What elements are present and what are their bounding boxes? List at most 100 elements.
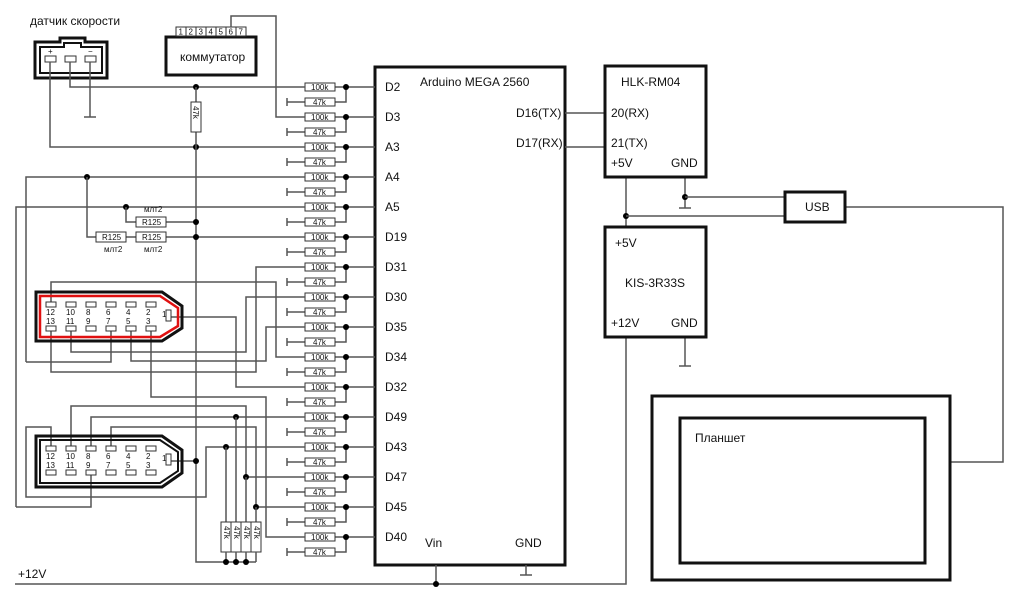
junction-dot — [233, 559, 239, 565]
supply-label: +12V — [18, 567, 46, 581]
junction-dot — [343, 534, 349, 540]
connector-pin — [105, 445, 117, 452]
wire — [230, 15, 305, 118]
resistor-label: 47k — [191, 106, 200, 120]
connector-pin-label: 8 — [86, 308, 91, 317]
resistor-100k-label: 100k — [311, 173, 329, 182]
resistor-47k — [304, 397, 336, 407]
resistor-r125-label: R125 — [142, 233, 162, 242]
junction-dot — [343, 114, 349, 120]
resistor-47k-label: 47k — [313, 128, 327, 137]
connector-pin — [85, 325, 97, 332]
resistor-r125 — [135, 231, 167, 243]
pin-d19: D19 — [385, 230, 407, 244]
switch-pin-label: 2 — [189, 28, 194, 37]
pin-d43: D43 — [385, 440, 407, 454]
divider-wire — [286, 446, 375, 466]
resistor-47k-label: 47k — [313, 488, 327, 497]
connector-pin — [65, 325, 77, 332]
resistor-47k — [304, 547, 336, 557]
divider-wire — [286, 116, 375, 136]
resistor-100k-label: 100k — [311, 473, 329, 482]
resistor-r125 — [135, 216, 167, 228]
pin-d45: D45 — [385, 500, 407, 514]
divider-wire — [286, 266, 375, 286]
resistor-100k-label: 100k — [311, 323, 329, 332]
resistor-47k — [304, 157, 336, 167]
hlk-module: HLK-RM04 20(RX) 21(TX) +5V GND — [603, 64, 708, 179]
resistor-47k-label: 47k — [313, 218, 327, 227]
resistor-47k — [304, 307, 336, 317]
connector-pin — [145, 469, 157, 476]
wire — [86, 177, 305, 238]
connector-pin — [85, 445, 97, 452]
connector-pin-label: 13 — [46, 461, 55, 470]
junction-dot — [343, 474, 349, 480]
sensor-label: датчик скорости — [30, 14, 120, 28]
connector-pin-label: 5 — [126, 317, 131, 326]
connector-pin-label: 3 — [146, 317, 151, 326]
resistor-r125-label: R125 — [142, 218, 162, 227]
wire — [69, 62, 305, 88]
connector-pin-label: 6 — [106, 308, 111, 317]
wire — [225, 552, 257, 562]
wire — [15, 206, 305, 507]
kis-5v: +5V — [615, 236, 637, 250]
resistor-r125 — [95, 231, 127, 243]
divider-wire — [286, 356, 375, 376]
resistor-type-label: млт2 — [144, 245, 163, 254]
resistor-type-label: млт2 — [144, 205, 163, 214]
pin-d30: D30 — [385, 290, 407, 304]
kis-title: KIS-3R33S — [625, 276, 685, 290]
resistor-47k — [304, 487, 336, 497]
switch-pin — [235, 26, 247, 37]
divider-wire — [286, 176, 375, 196]
resistor-47k-label: 47k — [313, 548, 327, 557]
pin-d34: D34 — [385, 350, 407, 364]
resistor-47k-label: 47k — [313, 158, 327, 167]
arduino-title: Arduino MEGA 2560 — [420, 75, 530, 89]
divider-wire — [286, 86, 375, 106]
wire — [70, 405, 305, 478]
divider-wire — [286, 536, 375, 556]
resistor-100k-label: 100k — [311, 203, 329, 212]
resistor-47k — [304, 517, 336, 527]
connector-pin — [65, 301, 77, 308]
wire — [50, 281, 305, 358]
connector-pin — [45, 445, 57, 452]
divider-wire — [286, 326, 375, 346]
resistor-100k-label: 100k — [311, 233, 329, 242]
junction-dot — [343, 384, 349, 390]
junction-dot — [243, 559, 249, 565]
resistor-47k-label: 47k — [313, 248, 327, 257]
resistor-100k-label: 100k — [311, 353, 329, 362]
junction-dot — [343, 174, 349, 180]
pin-a4: A4 — [385, 170, 400, 184]
pin-rx: D17(RX) — [516, 136, 563, 150]
wire — [15, 337, 627, 585]
wire — [110, 426, 305, 508]
connector-pin — [145, 445, 157, 452]
connector-pin-label: 13 — [46, 317, 55, 326]
junction-dot — [193, 234, 199, 240]
connector-pin-label: 7 — [106, 461, 111, 470]
connector-pin-label: 6 — [106, 452, 111, 461]
resistor-47k — [304, 337, 336, 347]
kis-12v: +12V — [611, 316, 639, 330]
resistor-47k — [304, 127, 336, 137]
switch-label: коммутатор — [180, 50, 246, 64]
resistor-47k — [304, 427, 336, 437]
resistor-pack-label: 47k — [232, 526, 241, 540]
junction-dot — [343, 234, 349, 240]
wire — [225, 417, 257, 522]
connector-pin-label: 11 — [66, 317, 75, 326]
resistor-47k — [304, 247, 336, 257]
hlk-tx: 21(TX) — [611, 136, 648, 150]
connector-pin-label: 3 — [146, 461, 151, 470]
resistor-47k-label: 47k — [313, 518, 327, 527]
connector-pin-label: 9 — [86, 461, 91, 470]
junction-dot — [343, 204, 349, 210]
wire — [90, 416, 305, 446]
pin-a5: A5 — [385, 200, 400, 214]
resistor-type-label: млт2 — [104, 245, 123, 254]
